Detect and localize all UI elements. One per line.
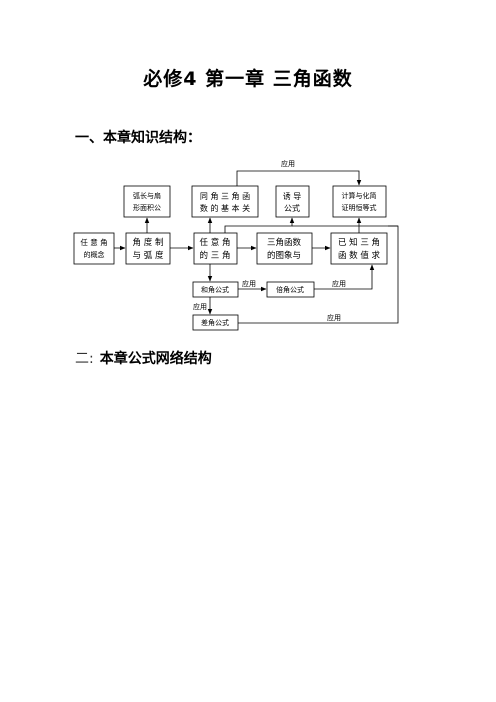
label-double-right-apply: 应用 bbox=[332, 279, 346, 288]
arrow-double-known bbox=[314, 264, 375, 290]
arrow-trig-induction bbox=[224, 217, 295, 233]
box-graph-line1: 三角函数 bbox=[267, 237, 302, 248]
box-arc-area-line1: 弧长与扇 bbox=[133, 191, 161, 200]
box-sum-text: 和角公式 bbox=[201, 285, 229, 294]
box-same-angle-line1: 同 角 三 角 函 bbox=[200, 191, 250, 201]
box-diff-text: 差角公式 bbox=[201, 318, 229, 327]
section-number: 二: bbox=[75, 351, 94, 367]
box-trig-any-line1: 任 意 角 bbox=[200, 237, 231, 248]
box-radian-line2: 与 弧 度 bbox=[133, 250, 164, 261]
section-text: 本章公式网络结构 bbox=[99, 351, 212, 367]
box-concept bbox=[73, 232, 115, 265]
box-known-line1: 已 知 三 角 bbox=[338, 237, 380, 248]
label-sum-diff-apply: 应用 bbox=[193, 302, 207, 311]
box-radian-line1: 角 度 制 bbox=[133, 237, 164, 248]
box-trig-any bbox=[193, 232, 238, 265]
box-induction bbox=[275, 185, 310, 218]
arrow-top-loop bbox=[236, 170, 362, 186]
box-calc bbox=[332, 185, 387, 218]
box-same-angle bbox=[191, 185, 259, 218]
box-radian bbox=[125, 232, 171, 265]
box-graph-line2: 的图象与 bbox=[267, 250, 301, 261]
box-known-line2: 函 数 值 求 bbox=[338, 250, 381, 261]
box-graph bbox=[256, 232, 313, 265]
box-concept-line2: 的概念 bbox=[84, 250, 105, 259]
section-heading-2: 二: 本章公式网络结构 bbox=[75, 348, 212, 368]
box-concept-line1: 任 意 角 bbox=[80, 237, 107, 247]
box-arc-area bbox=[123, 185, 171, 218]
box-sum bbox=[192, 281, 239, 298]
box-calc-line1: 计算与化简 bbox=[342, 191, 377, 200]
page-title: 必修4 第一章 三角函数 bbox=[143, 68, 353, 90]
label-sum-double-apply: 应用 bbox=[242, 279, 256, 288]
label-diff-right-apply: 应用 bbox=[327, 313, 341, 322]
box-same-angle-line2: 数 的 基 本 关 bbox=[200, 203, 250, 213]
box-induction-line1: 诱 导 bbox=[283, 191, 302, 201]
box-induction-line2: 公式 bbox=[284, 203, 300, 213]
box-double bbox=[266, 281, 315, 298]
box-arc-area-line2: 形面积公 bbox=[133, 203, 161, 212]
box-trig-any-line2: 的 三 角 bbox=[200, 250, 231, 261]
label-top-apply: 应用 bbox=[281, 159, 295, 168]
section-heading-1: 一、本章知识结构： bbox=[75, 130, 201, 146]
box-calc-line2: 证明恒等式 bbox=[342, 203, 377, 212]
box-diff bbox=[192, 314, 239, 331]
box-double-text: 倍角公式 bbox=[276, 285, 304, 294]
